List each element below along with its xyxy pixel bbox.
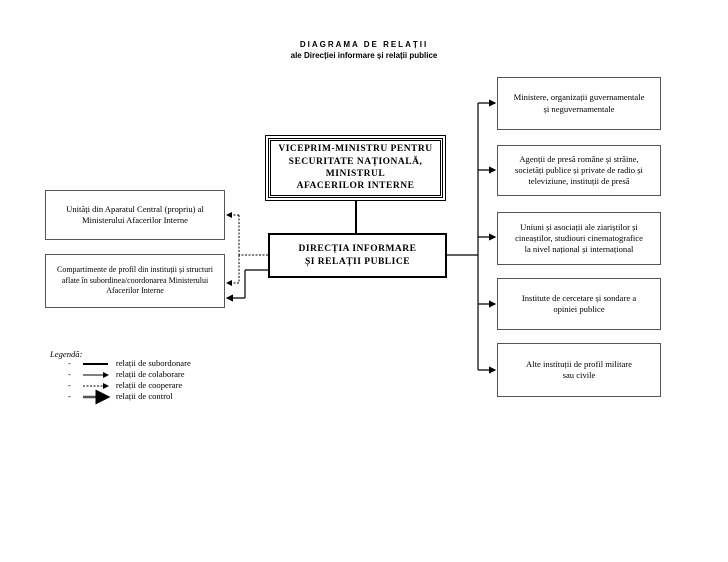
- legend-item: -relații de colaborare: [68, 369, 185, 379]
- legend-item: -relații de cooperare: [68, 380, 183, 390]
- box-directorate: DIRECȚIA INFORMARE ȘI RELAȚII PUBLICE: [268, 233, 447, 278]
- legend-item: -relații de control: [68, 391, 173, 401]
- legend-title: Legendă:: [50, 349, 83, 359]
- box-left-subordinate-structures: Compartimente de profil din instituții ș…: [45, 254, 225, 308]
- box-right-press-agencies: Agenții de presă române și străine,socie…: [497, 145, 661, 196]
- box-vice-prime-minister: VICEPRIM-MINISTRU PENTRU SECURITATE NAȚI…: [265, 135, 446, 201]
- box-left-central-units: Unități din Aparatul Central (propriu) a…: [45, 190, 225, 240]
- diagram-title: DIAGRAMA DE RELAȚII: [299, 40, 429, 49]
- diagram-subtitle: ale Direcției informare și relații publi…: [290, 51, 438, 60]
- legend-item: -relații de subordonare: [68, 358, 191, 368]
